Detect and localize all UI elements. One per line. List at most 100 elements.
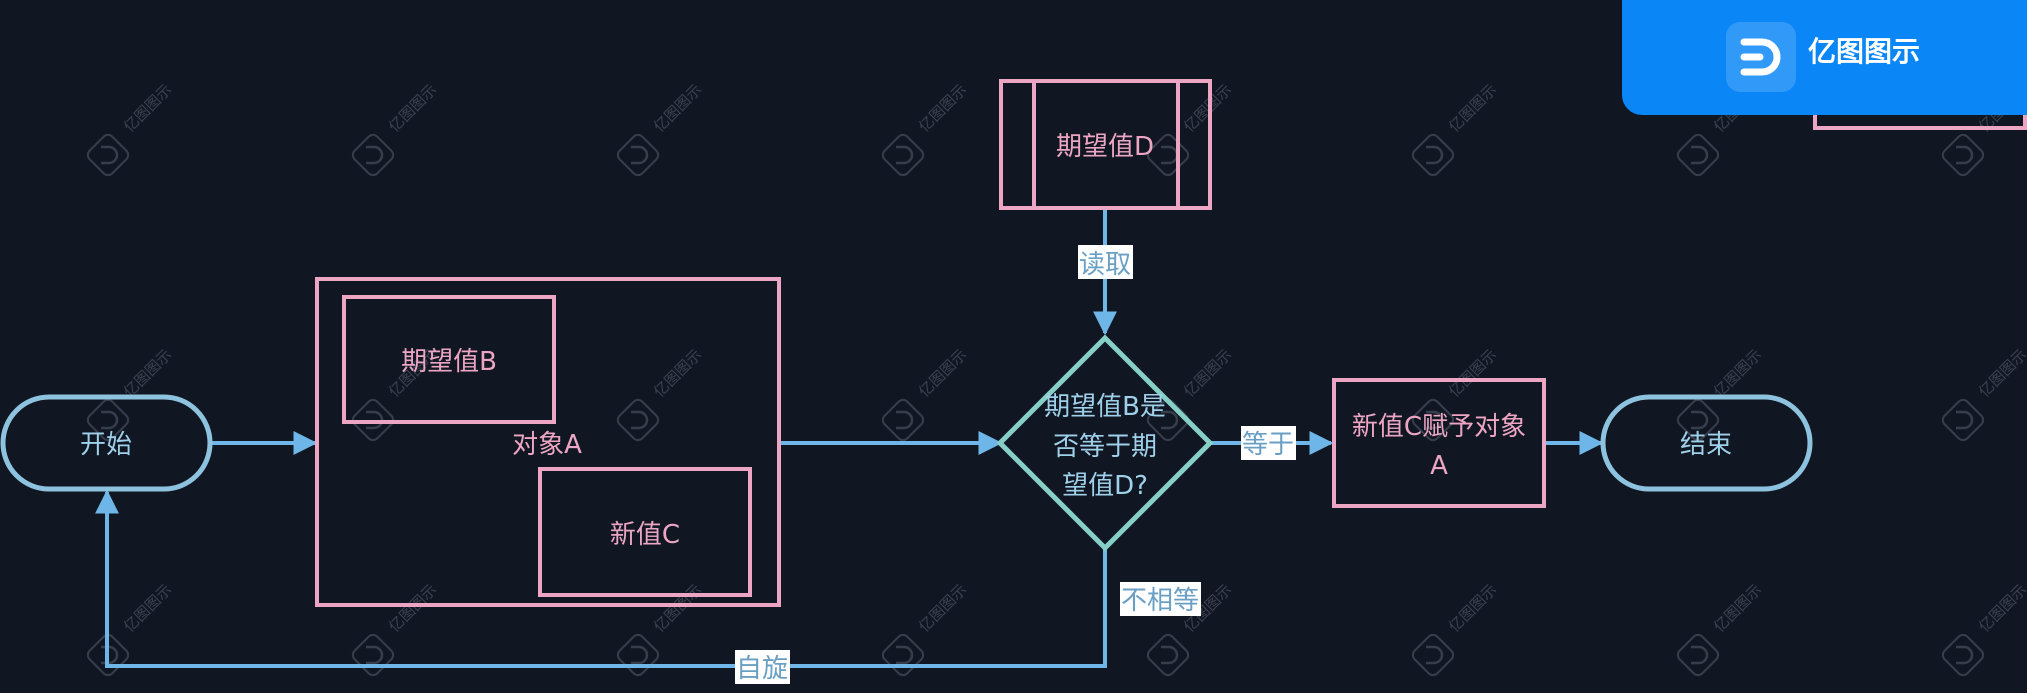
edge-labels: 读取 等于 不相等 自旋 bbox=[735, 245, 1296, 684]
watermark-layer: 亿图图示亿图图示亿图图示亿图图示亿图图示亿图图示亿图图示亿图图示亿图图示亿图图示… bbox=[86, 81, 2027, 677]
watermark-tile: 亿图图示 bbox=[881, 81, 970, 177]
object-a-label: 对象A bbox=[512, 430, 582, 460]
watermark-logo-icon bbox=[1411, 133, 1455, 177]
watermark-logo-icon bbox=[351, 398, 395, 442]
node-decision: 期望值B是 否等于期 望值D? bbox=[996, 334, 1214, 552]
watermark-tile: 亿图图示 bbox=[1411, 581, 1500, 677]
edge-spin-loop bbox=[95, 489, 1107, 668]
node-assign: 新值C赋予对象 A bbox=[1332, 378, 1546, 508]
edraw-logo-icon bbox=[1726, 22, 1796, 92]
decision-diamond bbox=[996, 334, 1214, 552]
watermark-tile: 亿图图示 bbox=[616, 346, 705, 442]
assign-label-line2: A bbox=[1430, 451, 1448, 481]
watermark-logo-icon bbox=[616, 633, 660, 677]
watermark-tile: 亿图图示 bbox=[1676, 346, 1765, 442]
watermark-logo-icon bbox=[86, 398, 130, 442]
watermark-tile: 亿图图示 bbox=[1941, 346, 2027, 442]
watermark-logo-icon bbox=[1941, 633, 1985, 677]
watermark-tile: 亿图图示 bbox=[1411, 81, 1500, 177]
end-label: 结束 bbox=[1680, 430, 1732, 460]
watermark-logo-icon bbox=[1411, 398, 1455, 442]
watermark-tile: 亿图图示 bbox=[1146, 81, 1235, 177]
start-terminator bbox=[0, 394, 213, 492]
watermark-logo-icon bbox=[1146, 398, 1190, 442]
watermark-tile: 亿图图示 bbox=[86, 581, 175, 677]
watermark-text: 亿图图示 bbox=[1180, 81, 1235, 136]
watermark-logo-icon bbox=[1676, 633, 1720, 677]
object-a-container bbox=[315, 277, 781, 607]
watermark-tile: 亿图图示 bbox=[1941, 581, 2027, 677]
equal-label: 等于 bbox=[1242, 430, 1294, 460]
watermark-tile: 亿图图示 bbox=[1676, 581, 1765, 677]
brand-banner: 亿图图示 bbox=[1622, 0, 2027, 115]
expected-d-box bbox=[999, 79, 1212, 210]
watermark-text: 亿图图示 bbox=[385, 81, 440, 136]
watermark-logo-icon bbox=[351, 633, 395, 677]
watermark-text: 亿图图示 bbox=[385, 581, 440, 636]
watermark-logo-icon bbox=[1411, 633, 1455, 677]
watermark-logo-icon bbox=[881, 633, 925, 677]
expected-b-label: 期望值B bbox=[401, 347, 497, 377]
watermark-logo-icon bbox=[1676, 133, 1720, 177]
watermark-logo-icon bbox=[1676, 398, 1720, 442]
watermark-text: 亿图图示 bbox=[1180, 346, 1235, 401]
watermark-logo-icon bbox=[881, 133, 925, 177]
read-label-bg bbox=[1078, 245, 1133, 279]
expected-d-label: 期望值D bbox=[1056, 132, 1154, 162]
watermark-logo-icon bbox=[351, 133, 395, 177]
watermark-tile: 亿图图示 bbox=[351, 81, 440, 177]
end-terminator bbox=[1600, 394, 1813, 492]
watermark-text: 亿图图示 bbox=[1975, 346, 2027, 401]
node-new-c: 新值C bbox=[538, 467, 752, 597]
node-start: 开始 bbox=[0, 394, 213, 492]
node-end: 结束 bbox=[1600, 394, 1813, 492]
watermark-logo-icon bbox=[616, 398, 660, 442]
watermark-logo-icon bbox=[1146, 633, 1190, 677]
watermark-logo-icon bbox=[86, 133, 130, 177]
assign-label-line1: 新值C赋予对象 bbox=[1352, 412, 1526, 442]
watermark-logo-icon bbox=[881, 398, 925, 442]
watermark-tile: 亿图图示 bbox=[86, 81, 175, 177]
not-equal-label-bg bbox=[1120, 582, 1201, 616]
watermark-text: 亿图图示 bbox=[120, 346, 175, 401]
node-expected-b: 期望值B bbox=[342, 295, 556, 424]
spin-label: 自旋 bbox=[736, 654, 788, 684]
watermark-text: 亿图图示 bbox=[650, 81, 705, 136]
spin-label-bg bbox=[735, 650, 790, 684]
watermark-text: 亿图图示 bbox=[120, 81, 175, 136]
watermark-text: 亿图图示 bbox=[120, 581, 175, 636]
watermark-tile: 亿图图示 bbox=[351, 581, 440, 677]
watermark-text: 亿图图示 bbox=[915, 81, 970, 136]
expected-b-box bbox=[342, 295, 556, 424]
watermark-text: 亿图图示 bbox=[1975, 581, 2027, 636]
watermark-text: 亿图图示 bbox=[1445, 581, 1500, 636]
watermark-tile: 亿图图示 bbox=[86, 346, 175, 442]
watermark-tile: 亿图图示 bbox=[881, 581, 970, 677]
watermark-text: 亿图图示 bbox=[650, 581, 705, 636]
watermark-logo-icon bbox=[1941, 133, 1985, 177]
watermark-text: 亿图图示 bbox=[915, 346, 970, 401]
watermark-text: 亿图图示 bbox=[1445, 346, 1500, 401]
watermark-tile: 亿图图示 bbox=[881, 346, 970, 442]
decision-label-line2: 否等于期 bbox=[1053, 432, 1157, 462]
brand-name: 亿图图示 bbox=[1808, 35, 1921, 68]
new-c-label: 新值C bbox=[610, 520, 680, 550]
watermark-tile: 亿图图示 bbox=[616, 81, 705, 177]
watermark-logo-icon bbox=[616, 133, 660, 177]
assign-box bbox=[1332, 378, 1546, 508]
not-equal-label: 不相等 bbox=[1121, 586, 1199, 616]
decision-label-line1: 期望值B是 bbox=[1044, 392, 1166, 422]
node-object-a: 对象A bbox=[315, 277, 781, 607]
new-c-box bbox=[538, 467, 752, 597]
watermark-text: 亿图图示 bbox=[1710, 346, 1765, 401]
watermark-logo-icon bbox=[1941, 398, 1985, 442]
watermark-text: 亿图图示 bbox=[915, 581, 970, 636]
start-label: 开始 bbox=[80, 430, 132, 460]
node-expected-d: 期望值D bbox=[999, 79, 1212, 210]
watermark-text: 亿图图示 bbox=[1445, 81, 1500, 136]
read-label: 读取 bbox=[1079, 250, 1131, 280]
watermark-text: 亿图图示 bbox=[650, 346, 705, 401]
watermark-text: 亿图图示 bbox=[1710, 581, 1765, 636]
